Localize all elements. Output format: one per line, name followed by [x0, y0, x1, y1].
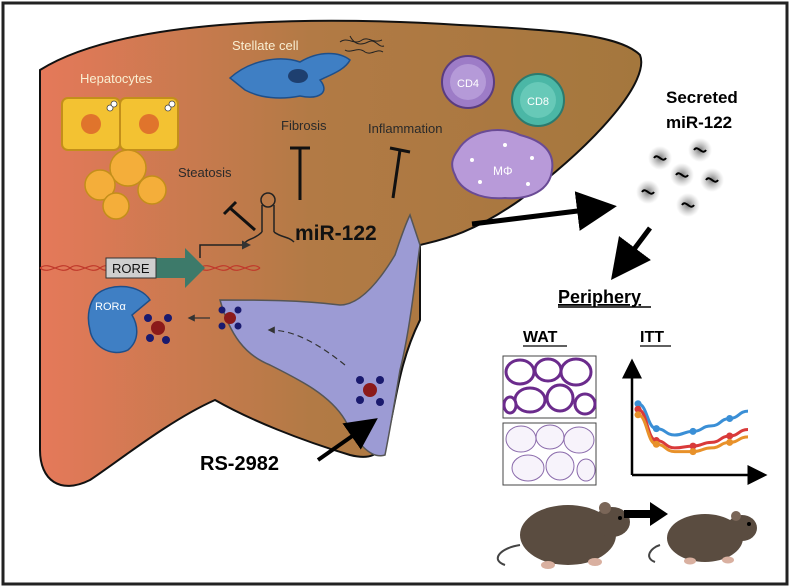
collagen-fibers-icon: [339, 35, 385, 54]
macrophage-label: MΦ: [493, 164, 513, 178]
cd8-cell-icon: [511, 73, 565, 127]
itt-plot: [622, 358, 768, 485]
itt-curve-point: [652, 425, 660, 433]
stellate-cell-icon: [228, 52, 351, 99]
cd4-cell-icon: [441, 55, 495, 109]
mouse-large-icon: [496, 502, 630, 569]
drug-molecule-icon: [144, 314, 172, 344]
secretion-arrow: [471, 191, 617, 231]
wat-label: WAT: [523, 329, 558, 346]
secreted-mir-icon: [636, 138, 724, 217]
itt-curve-point: [726, 414, 734, 422]
mouse-small-icon: [648, 511, 757, 565]
secreted-label-line2: miR-122: [666, 113, 732, 132]
rora-protein-icon: [87, 285, 151, 354]
rora-label: RORα: [95, 301, 126, 313]
hepatocytes-label: Hepatocytes: [80, 71, 153, 86]
steatosis-label: Steatosis: [178, 165, 232, 180]
itt-label: ITT: [640, 329, 664, 346]
fibrosis-inhibition-icon: [290, 146, 310, 200]
transcription-arrow: [199, 240, 251, 258]
wat-histology-top: [502, 355, 597, 419]
rore-box: [105, 257, 157, 279]
mir122-label: miR-122: [295, 222, 377, 245]
rs2982-label: RS-2982: [200, 453, 279, 475]
itt-curve-point: [652, 440, 660, 448]
itt-curve-point: [689, 427, 697, 435]
itt-curve-point: [726, 432, 734, 440]
periphery-arrow: [611, 226, 652, 280]
periphery-title: Periphery: [558, 287, 641, 307]
itt-curve-point: [634, 411, 642, 419]
itt-curve-point: [689, 442, 697, 450]
cd4-label: CD4: [457, 78, 479, 90]
steatosis-inhibition-icon: [222, 200, 256, 232]
itt-curve-point: [634, 405, 642, 413]
rore-label: RORE: [112, 261, 150, 276]
inflammation-inhibition-icon: [389, 146, 411, 199]
secreted-label-line1: Secreted: [666, 88, 738, 107]
drug-molecule-icon: [356, 376, 384, 406]
drug-molecule-icon: [218, 306, 242, 330]
itt-curve-point: [634, 400, 642, 408]
hepatocyte-cluster-icon: [61, 97, 179, 220]
fibrosis-label: Fibrosis: [281, 118, 327, 133]
macrophage-icon: [451, 129, 554, 200]
drug-injection-arrow: [316, 418, 378, 462]
itt-curve-point: [726, 438, 734, 446]
cd8-label: CD8: [527, 96, 549, 108]
wat-histology-bottom: [502, 422, 597, 486]
itt-curves: [634, 400, 749, 456]
itt-curve-point: [689, 448, 697, 456]
uptake-arrow: [267, 326, 346, 366]
weight-loss-arrow: [624, 502, 668, 526]
inflammation-label: Inflammation: [368, 121, 442, 136]
stellate-cell-label: Stellate cell: [232, 38, 299, 53]
